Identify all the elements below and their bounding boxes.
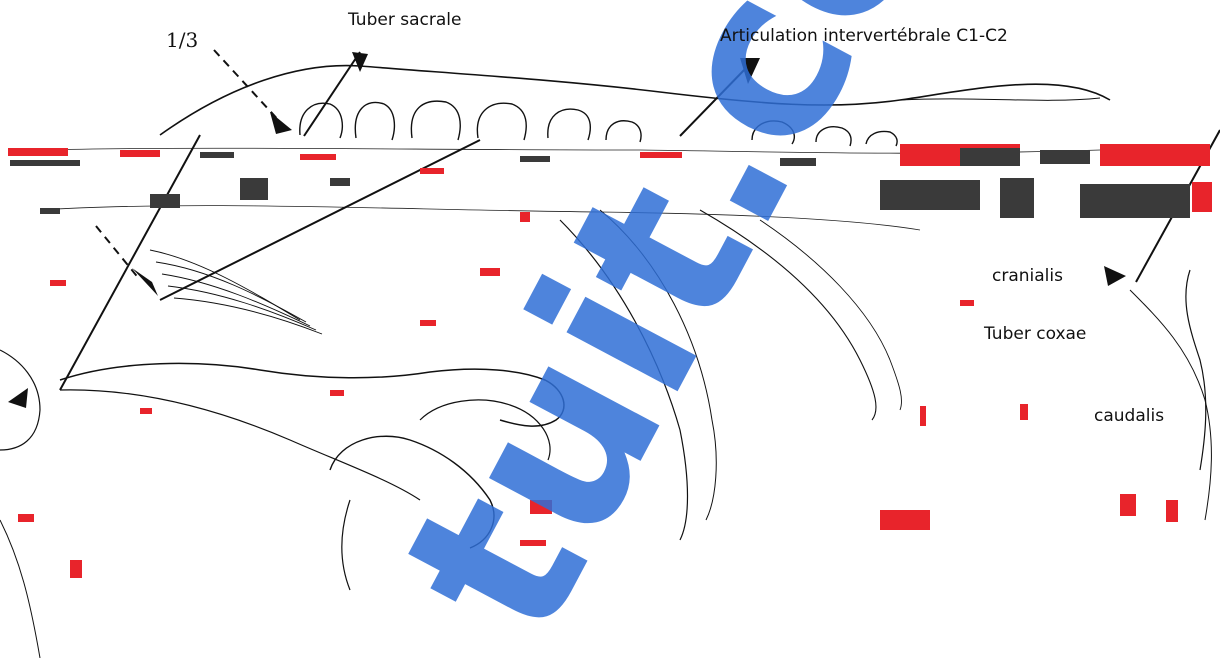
fraction-label: 1/3: [166, 28, 198, 52]
cranialis-label: cranialis: [992, 266, 1063, 286]
tuber-sacrale-label: Tuber sacrale: [348, 10, 461, 30]
articulation-label: Articulation intervertébrale C1-C2: [720, 26, 1008, 46]
caudalis-label: caudalis: [1094, 406, 1164, 426]
tuber-coxae-label: Tuber coxae: [984, 324, 1086, 344]
